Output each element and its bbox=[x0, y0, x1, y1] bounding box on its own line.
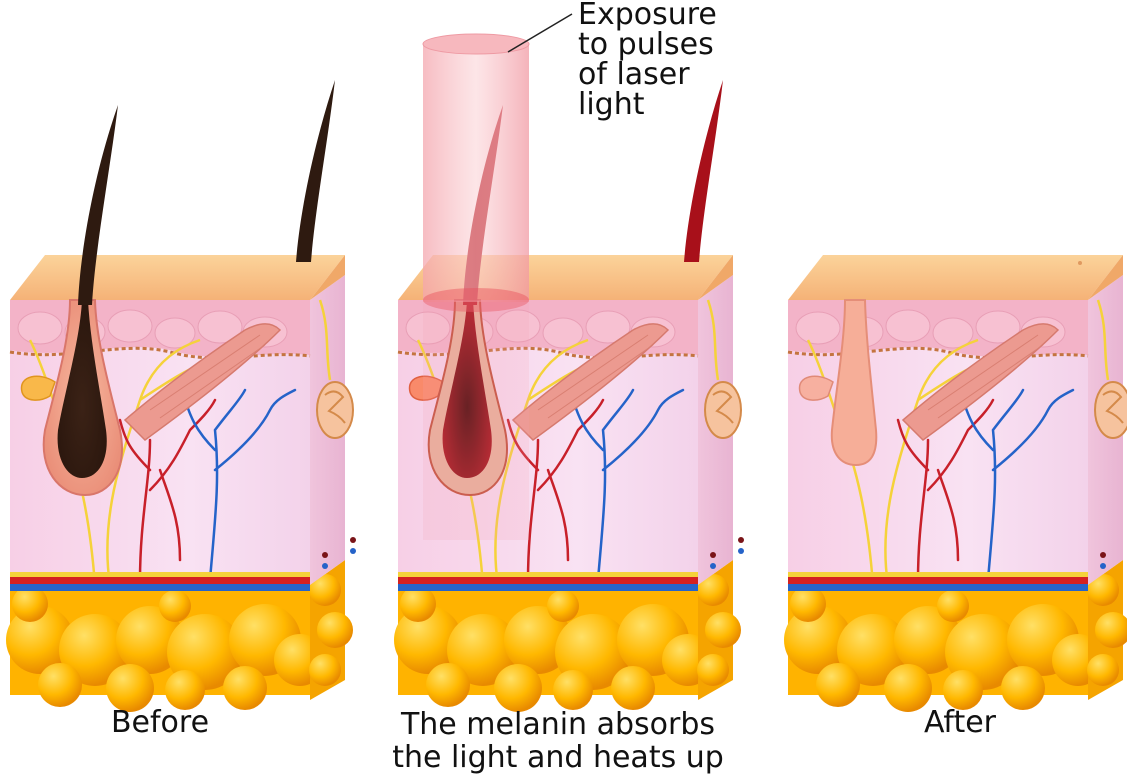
panel-after bbox=[784, 255, 1127, 712]
annotation-line-4: light bbox=[578, 90, 717, 120]
annotation-line-1: Exposure bbox=[578, 0, 717, 30]
panel-before bbox=[6, 80, 356, 712]
caption-during-line-2: the light and heats up bbox=[388, 741, 728, 774]
caption-after: After bbox=[900, 706, 1020, 739]
caption-before: Before bbox=[90, 706, 230, 739]
caption-during-line-1: The melanin absorbs bbox=[388, 708, 728, 741]
annotation-line-3: of laser bbox=[578, 60, 717, 90]
hair-shaft-2 bbox=[296, 80, 335, 262]
annotation-leader-line bbox=[508, 14, 572, 52]
caption-during: The melanin absorbs the light and heats … bbox=[388, 708, 728, 774]
laser-beam bbox=[423, 34, 529, 540]
laser-annotation: Exposure to pulses of laser light bbox=[578, 0, 717, 120]
annotation-line-2: to pulses bbox=[578, 30, 717, 60]
